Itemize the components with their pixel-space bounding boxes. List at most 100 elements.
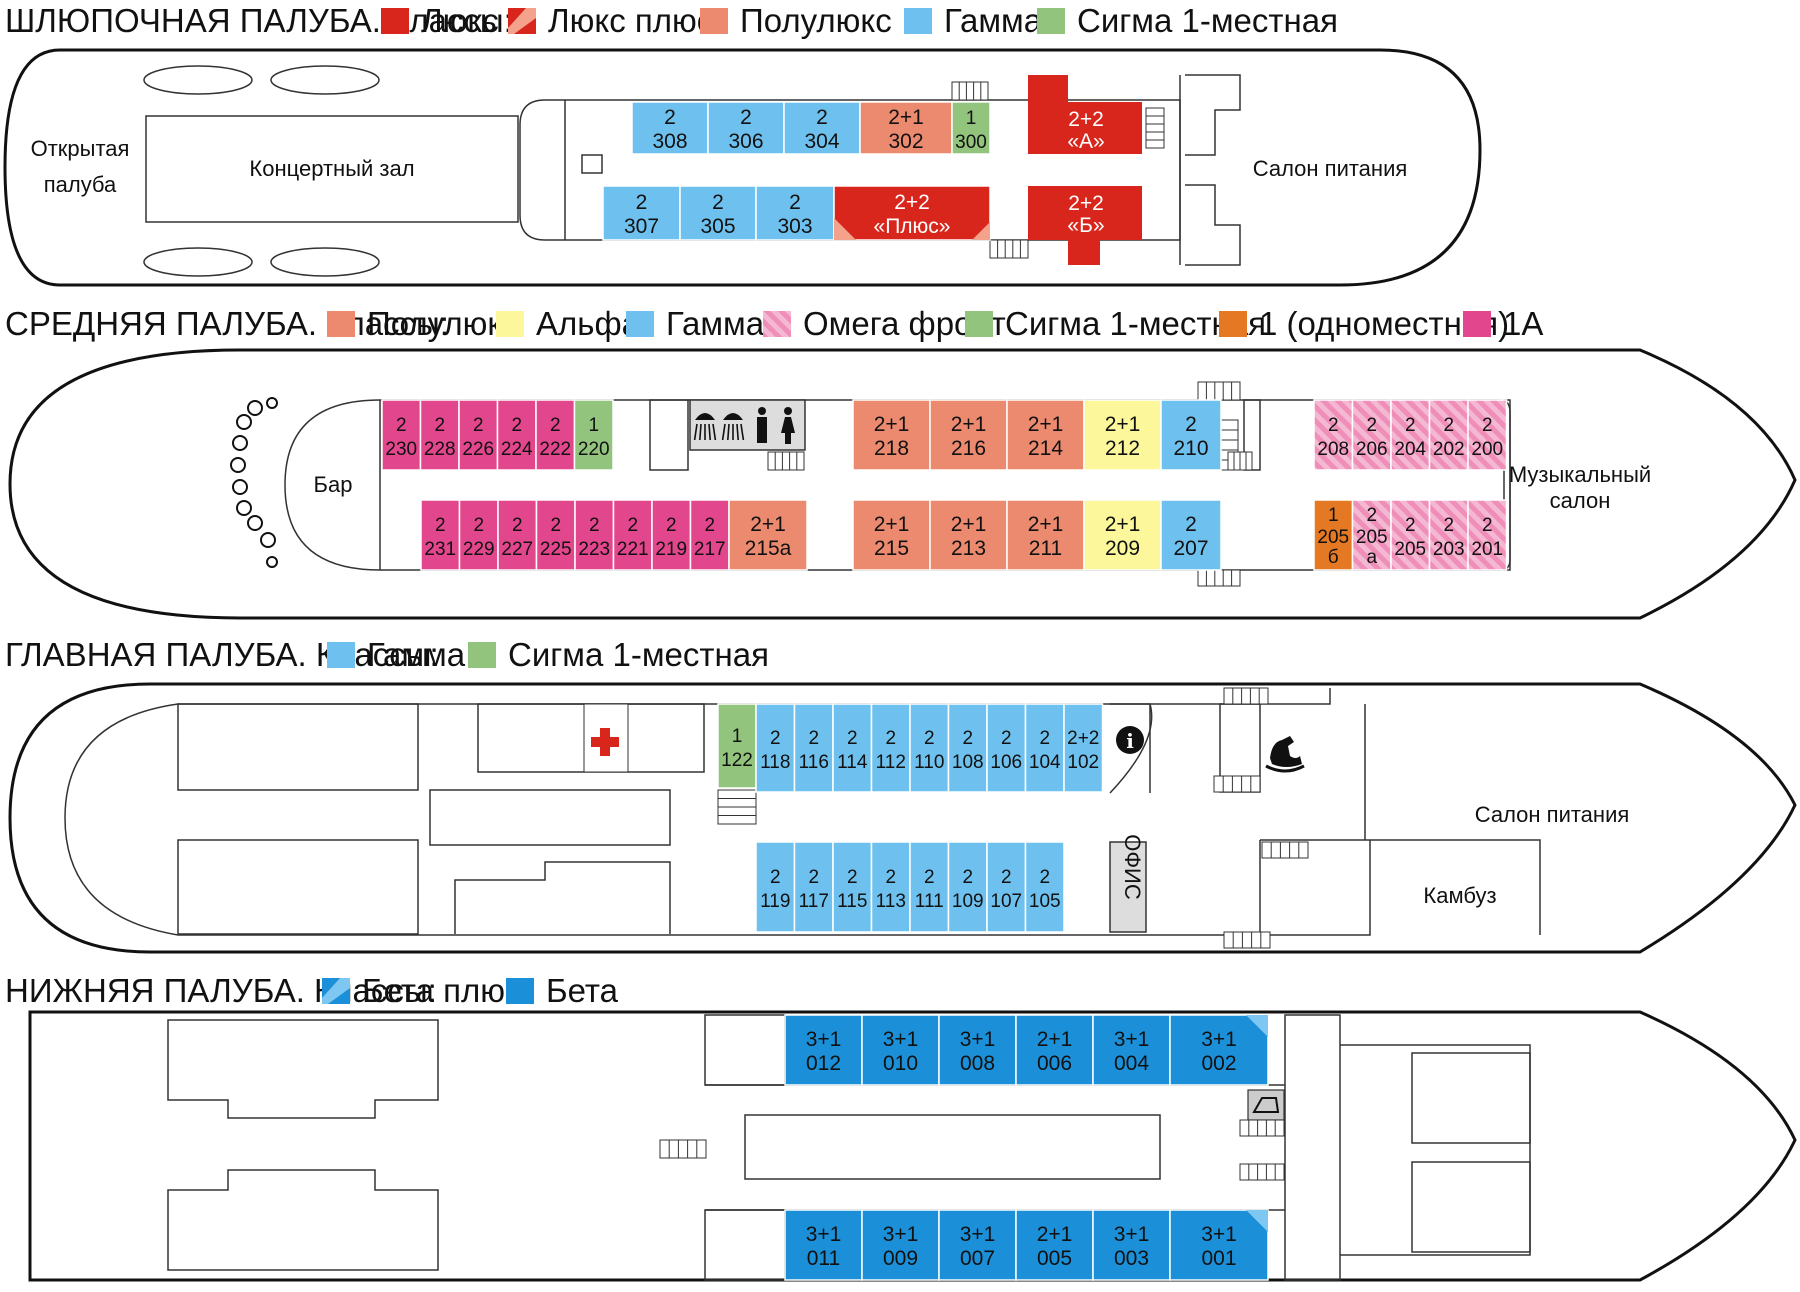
cabin-number: 009 <box>883 1247 918 1270</box>
legend-label: Гамма <box>367 636 466 673</box>
suite-a[interactable] <box>1028 75 1142 154</box>
cabin-capacity: 2 <box>1482 415 1493 436</box>
legend-label: Бета плюс <box>362 972 522 1009</box>
cabin-capacity: 2 <box>550 515 561 536</box>
cabin-number: 225 <box>540 539 572 560</box>
cabin-number: 122 <box>721 750 753 771</box>
cabin-capacity: 2 <box>924 728 935 749</box>
cabin-capacity: 2 <box>1001 728 1012 749</box>
cabin-number: 107 <box>990 891 1022 912</box>
cabin-number: 302 <box>888 130 923 153</box>
cabin-capacity: 3+1 <box>960 1028 996 1051</box>
cabin-capacity: 2 <box>1405 515 1416 536</box>
cabin-number: 229 <box>463 539 495 560</box>
cabin-capacity: 2 <box>1039 867 1050 888</box>
cabin-capacity: 3+1 <box>883 1223 919 1246</box>
cabin-number: 011 <box>807 1247 840 1270</box>
iron-icon <box>1247 1089 1285 1121</box>
cabin-number: 205 <box>1356 527 1388 548</box>
suite-b[interactable] <box>1028 186 1142 265</box>
info-icon: i <box>1116 726 1144 754</box>
cabin-number: 003 <box>1114 1247 1149 1270</box>
stairs-icon <box>717 687 1309 949</box>
cabin-number: 218 <box>874 437 909 460</box>
cabin[interactable]: 2+2«Плюс» <box>833 185 991 241</box>
